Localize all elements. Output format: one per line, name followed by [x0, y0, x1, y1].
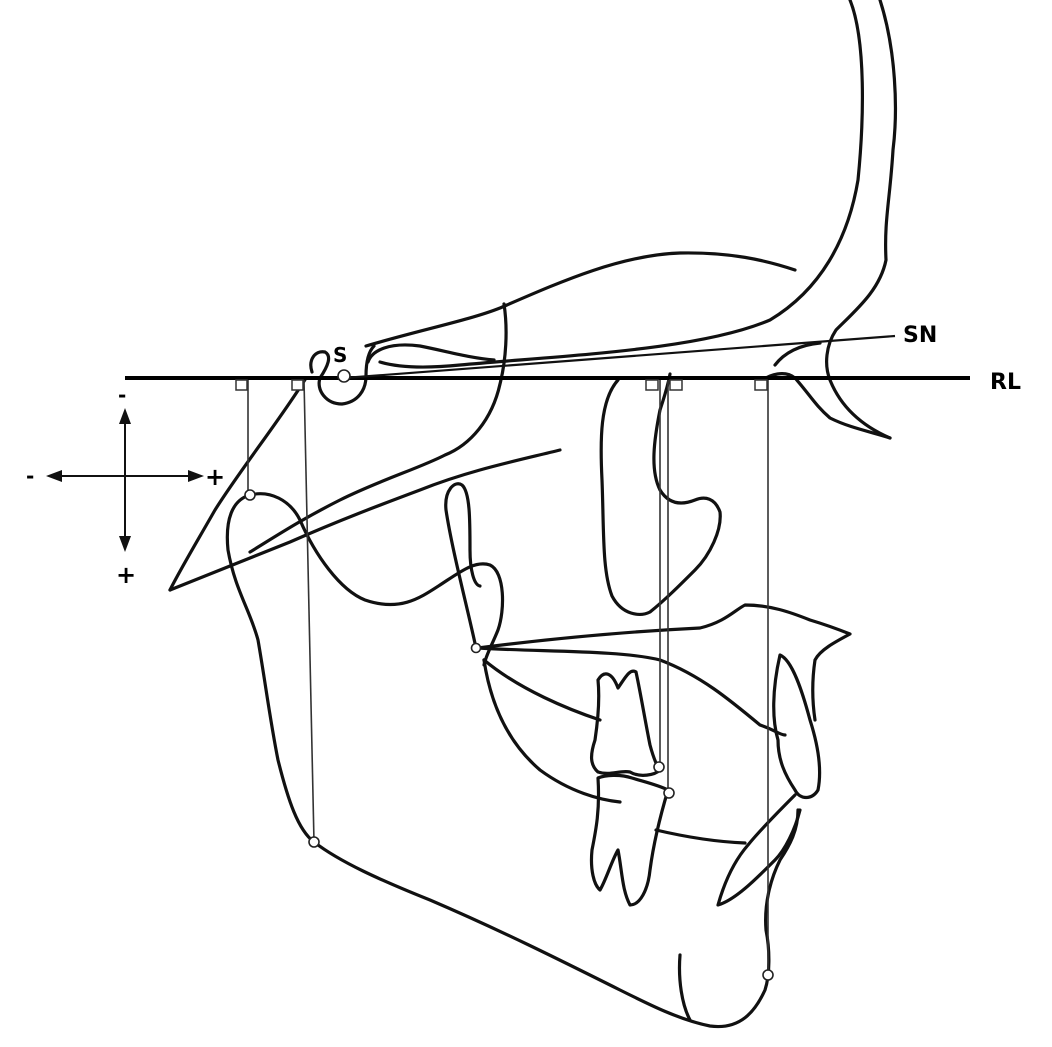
pogonion-point — [762, 969, 774, 981]
arrow-down-icon — [119, 536, 131, 552]
upper-molar-point — [653, 761, 665, 773]
condylion-point — [244, 489, 256, 501]
sella-turcica — [309, 344, 376, 406]
sn-line — [343, 334, 896, 380]
label-sn: SN — [903, 323, 937, 348]
orbit — [599, 372, 722, 616]
direction-axes: - + - + — [26, 383, 225, 589]
sella-point — [337, 369, 351, 383]
gonion-point — [308, 836, 320, 848]
lower-molar — [589, 773, 670, 907]
arrow-up-icon — [119, 408, 131, 424]
upper-incisor — [772, 653, 822, 800]
perpendiculars — [235, 379, 769, 975]
label-rl: RL — [990, 370, 1021, 395]
lower-molar-point — [663, 787, 675, 799]
arrow-right-icon — [188, 470, 204, 482]
label-sella: S — [333, 343, 347, 367]
cranial-base — [248, 251, 797, 554]
landmark-points — [244, 369, 774, 981]
clivus — [168, 376, 562, 592]
palate — [476, 603, 852, 804]
nasal-bone — [758, 341, 892, 440]
occlusal-line — [654, 828, 747, 845]
frontal-bone — [378, 0, 898, 440]
axis-right-sign: + — [205, 463, 225, 491]
upper-molar — [590, 669, 662, 777]
mandible — [225, 492, 800, 1029]
axis-bottom-sign: + — [116, 561, 136, 589]
arrow-left-icon — [46, 470, 62, 482]
reference-lines — [125, 334, 970, 380]
lower-incisor — [716, 793, 802, 907]
axis-left-sign: - — [26, 464, 34, 488]
axis-top-sign: - — [118, 383, 126, 407]
pns-point — [470, 642, 482, 654]
